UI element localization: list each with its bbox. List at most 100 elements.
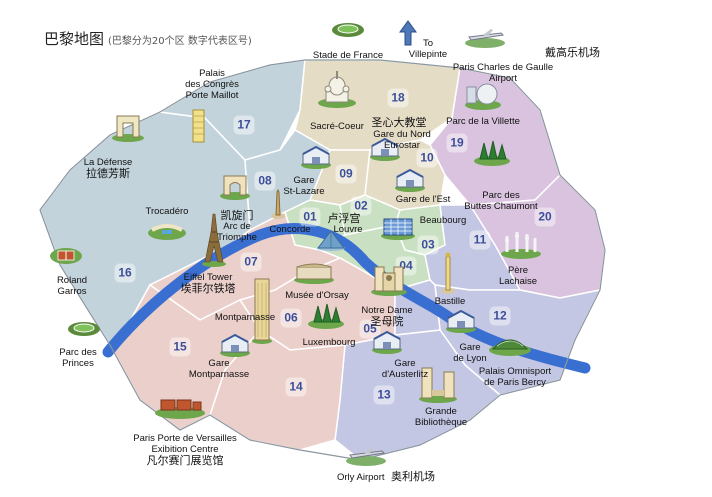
landmark-label-louvre: Louvre <box>333 224 362 235</box>
arrondissement-number-12: 12 <box>489 306 511 326</box>
landmark-label-line: de Paris Bercy <box>484 377 546 388</box>
landmark-label-line: Triomphe <box>217 232 257 243</box>
landmark-label-chinese: 圣心大教堂 <box>371 116 427 129</box>
arrondissement-number-18: 18 <box>387 88 409 108</box>
landmark-label-line: Airport <box>489 73 517 84</box>
landmark-label-montparnasse: Montparnasse <box>215 312 275 323</box>
arrondissement-number-20: 20 <box>534 207 556 227</box>
grande-arche-icon <box>110 113 146 147</box>
landmark-label-line: Roland <box>56 275 88 286</box>
landmark-label-orly: Orly Airport 奥利机场 <box>337 471 435 483</box>
landmark-label-line: Villepinte <box>408 49 448 60</box>
arrondissement-number-14: 14 <box>285 377 307 397</box>
landmark-label-line: Porte Maillot <box>185 90 239 101</box>
train-station-icon <box>444 306 478 338</box>
landmark-label-line: Louvre <box>333 224 363 235</box>
map-title: 巴黎地图(巴黎分为20个区 数字代表区号) <box>44 28 252 49</box>
landmark-label-beaubourg: Beaubourg <box>420 215 466 226</box>
arrondissement-number-03: 03 <box>417 235 439 255</box>
stadium-icon <box>331 18 365 42</box>
exhibition-hall-icon <box>153 392 207 424</box>
landmark-label-bastille: Bastille <box>435 296 466 307</box>
peripherique-ring <box>39 59 606 461</box>
landmark-label-line: Gare de l'Est <box>395 194 451 205</box>
landmark-label-line: Notre Dame <box>361 305 413 316</box>
landmark-label-chinese: 凡尔赛门展览馆 <box>146 454 224 467</box>
landmark-label-luxembourg: Luxembourg <box>303 337 356 348</box>
landmark-label-chinese: 奥利机场 <box>387 470 436 483</box>
landmark-label-chinese: 戴高乐机场 <box>545 46 600 59</box>
arrondissement-number-05: 05 <box>359 319 381 339</box>
airplane-icon <box>344 445 388 471</box>
landmark-label-line: Parc de la Villette <box>446 116 520 127</box>
seine-river <box>102 223 591 374</box>
arc-de-triomphe-icon <box>219 171 251 205</box>
landmark-label-line: Paris Charles de Gaulle <box>452 62 554 73</box>
landmark-label-chinese: 凯旋门 <box>220 209 254 222</box>
landmark-label-line: des Congrès <box>185 79 239 90</box>
landmark-label-line: Gare du Nord <box>373 129 431 140</box>
landmark-label-line: Beaubourg <box>419 215 467 226</box>
landmark-label-concorde: Concorde <box>269 224 310 235</box>
landmark-label-line: To <box>422 38 434 49</box>
landmark-label-line: Montparnasse <box>214 312 276 323</box>
landmark-label-line: Palais <box>199 68 225 79</box>
pyramid-icon <box>316 228 346 256</box>
landmark-label-sacre: Sacré-Coeur <box>310 121 364 132</box>
page-title: 巴黎地图 <box>44 30 105 48</box>
landmark-label-line: Concorde <box>269 224 311 235</box>
landmark-label-line: Bibliothèque <box>414 417 468 428</box>
direction-arrow-icon <box>399 20 417 50</box>
landmark-label-trocadero: Trocadéro <box>146 206 189 217</box>
arrondissement-number-10: 10 <box>416 148 438 168</box>
landmark-label-line: Gare <box>293 175 315 186</box>
arrondissement-number-19: 19 <box>446 133 468 153</box>
arrondissement-number-01: 01 <box>299 207 321 227</box>
arrondissement-number-06: 06 <box>280 308 302 328</box>
landmark-label-line: Parc des <box>482 190 520 201</box>
landmark-label-line: Luxembourg <box>302 337 356 348</box>
park-trees-icon <box>472 139 512 171</box>
arrondissement-number-16: 16 <box>114 263 136 283</box>
landmark-label-line: Gare <box>208 358 230 369</box>
museum-icon <box>292 259 336 289</box>
landmark-label-louvre_zh: 卢浮宫 <box>328 213 361 224</box>
tower-icon <box>251 275 273 349</box>
obelisk-icon <box>270 188 286 224</box>
landmark-label-stade: Stade de France <box>313 50 383 61</box>
landmark-label-chinese: 卢浮宫 <box>327 212 361 225</box>
landmark-label-row: Orly Airport 奥利机场 <box>337 471 435 483</box>
arrondissement-number-02: 02 <box>350 196 372 216</box>
geode-icon <box>463 77 503 115</box>
landmark-label-line: Orly Airport <box>336 472 385 483</box>
landmark-label-line: Montparnasse <box>188 369 250 380</box>
arrondissement-number-07: 07 <box>240 252 262 272</box>
arrondissement-number-15: 15 <box>169 337 191 357</box>
trocadero-icon <box>146 219 188 245</box>
arena-icon <box>487 331 533 361</box>
landmark-label-chinese: 拉德芳斯 <box>86 167 130 180</box>
train-station-icon <box>393 165 427 197</box>
landmark-label-line: Stade de France <box>312 50 384 61</box>
cemetery-icon <box>499 226 543 264</box>
arrondissement-number-13: 13 <box>373 385 395 405</box>
landmark-label-line: Musée d'Orsay <box>285 290 349 301</box>
landmark-label-line: Trocadéro <box>145 206 189 217</box>
landmark-label-est: Gare de l'Est <box>396 194 451 205</box>
landmark-label-line: Sacré-Coeur <box>310 121 364 132</box>
train-station-icon <box>299 142 333 174</box>
landmark-label-orsay: Musée d'Orsay <box>285 290 349 301</box>
